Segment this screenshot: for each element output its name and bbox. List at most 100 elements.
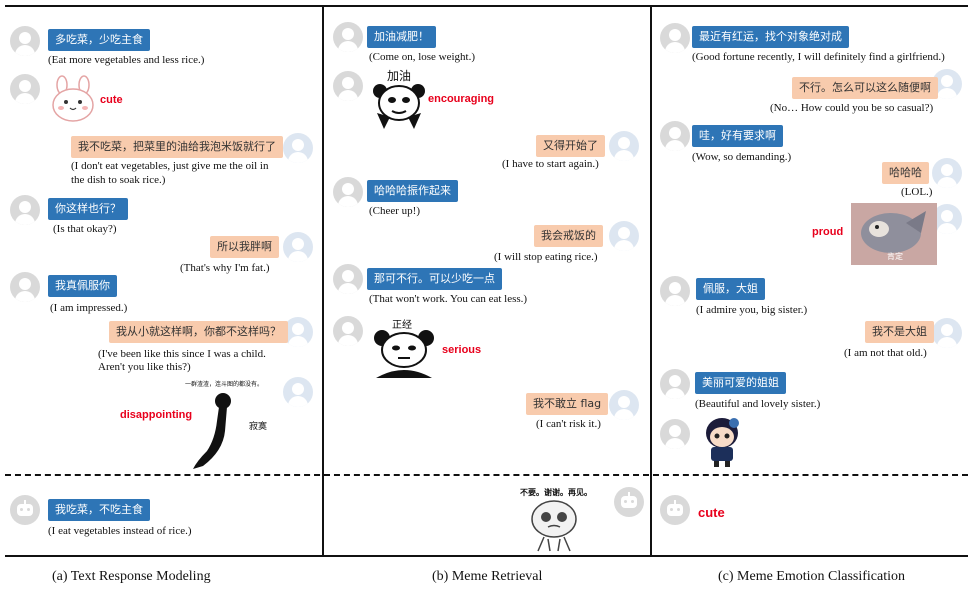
message-translation: (Eat more vegetables and less rice.)	[48, 54, 205, 66]
response-bubble: 我吃菜，不吃主食	[48, 499, 150, 521]
meme-caption: 正经	[392, 320, 412, 331]
rabbit-meme-image	[52, 75, 94, 122]
message-bubble: 加油减肥！	[367, 26, 436, 48]
user-avatar	[660, 121, 690, 151]
self-avatar	[283, 133, 313, 163]
response-divider	[5, 474, 968, 476]
user-avatar	[333, 264, 363, 294]
user-avatar	[10, 74, 40, 104]
message-translation: (Cheer up!)	[369, 205, 421, 217]
message-translation: (I've been like this since I was a child…	[98, 348, 266, 360]
bot-avatar	[614, 487, 644, 517]
top-border	[5, 5, 968, 7]
user-avatar	[10, 272, 40, 302]
figure-frame: 多吃菜，少吃主食 (Eat more vegetables and less r…	[5, 5, 968, 557]
meme-caption: 不要。谢谢。再见。	[520, 488, 592, 497]
message-bubble: 多吃菜，少吃主食	[48, 29, 150, 51]
message-bubble: 最近有红运，找个对象绝对成	[692, 26, 849, 48]
message-translation: (I am not that old.)	[844, 347, 927, 359]
user-avatar	[660, 419, 690, 449]
message-translation: (Is that okay?)	[53, 223, 117, 235]
user-avatar	[10, 195, 40, 225]
emotion-label: cute	[100, 94, 123, 106]
message-translation: (Wow, so demanding.)	[692, 151, 792, 163]
meme-caption: 寂寞	[249, 422, 268, 432]
message-bubble: 我会戒饭的	[534, 225, 603, 247]
proud-meme-image: 肯定	[851, 203, 937, 265]
panel-a: 多吃菜，少吃主食 (Eat more vegetables and less r…	[5, 5, 322, 557]
user-avatar	[333, 177, 363, 207]
message-translation: (Beautiful and lovely sister.)	[695, 398, 821, 410]
caption-a: (a) Text Response Modeling	[52, 569, 211, 584]
bottom-border	[5, 555, 968, 557]
caption-c: (c) Meme Emotion Classification	[718, 569, 906, 584]
self-avatar	[932, 158, 962, 188]
message-translation: (Good fortune recently, I will definitel…	[692, 51, 945, 63]
emotion-label: cute	[698, 505, 725, 520]
self-avatar	[283, 317, 313, 347]
message-bubble: 我不吃菜，把菜里的油给我泡米饭就行了	[71, 136, 283, 158]
message-translation: (I have to start again.)	[502, 158, 599, 170]
panel-c: 最近有红运，找个对象绝对成 (Good fortune recently, I …	[652, 5, 968, 557]
self-avatar	[283, 232, 313, 262]
panda-meme-image: 加油	[372, 67, 430, 129]
girl-meme-image	[706, 418, 739, 467]
panel-b: 加油减肥！ (Come on, lose weight.) 加油 encoura…	[324, 5, 650, 557]
meme-caption: 一群渣渣，连斗图的都没有。	[185, 381, 264, 388]
message-translation: (I admire you, big sister.)	[696, 304, 808, 316]
message-translation: (I am impressed.)	[50, 302, 128, 314]
user-avatar	[333, 316, 363, 346]
message-translation: (I can't risk it.)	[536, 418, 601, 430]
user-avatar	[660, 276, 690, 306]
message-bubble: 哈哈哈	[882, 162, 929, 184]
self-avatar	[609, 390, 639, 420]
message-translation: (I will stop eating rice.)	[494, 251, 598, 263]
disappointed-meme-image: 一群渣渣，连斗图的都没有。 寂寞	[183, 379, 278, 471]
message-bubble: 哇，好有要求啊	[692, 125, 783, 147]
message-translation: (I don't eat vegetables, just give me th…	[71, 160, 269, 172]
emotion-label: serious	[442, 344, 482, 356]
caption-b: (b) Meme Retrieval	[432, 569, 543, 584]
self-avatar	[932, 204, 962, 234]
emotion-label: disappointing	[120, 409, 193, 421]
user-avatar	[10, 26, 40, 56]
message-bubble: 佩服，大姐	[696, 278, 765, 300]
meme-caption: 肯定	[887, 252, 903, 261]
emotion-label: encouraging	[428, 93, 495, 105]
message-bubble: 又得开始了	[536, 135, 605, 157]
user-avatar	[660, 23, 690, 53]
panel-divider-2	[650, 5, 652, 557]
self-avatar	[932, 318, 962, 348]
message-bubble: 美丽可爱的姐姐	[695, 372, 786, 394]
message-bubble: 不行。怎么可以这么随便啊	[792, 77, 938, 99]
response-translation: (I eat vegetables instead of rice.)	[48, 525, 192, 537]
panel-divider-1	[322, 5, 324, 557]
user-avatar	[333, 22, 363, 52]
self-avatar	[609, 131, 639, 161]
meme-caption: 加油	[387, 69, 412, 83]
message-translation: Aren't you like this?)	[98, 361, 191, 373]
bot-avatar	[660, 495, 690, 525]
message-bubble: 所以我胖啊	[210, 236, 279, 258]
message-bubble: 我真佩服你	[48, 275, 117, 297]
message-translation: (That won't work. You can eat less.)	[369, 293, 528, 305]
message-translation: (Come on, lose weight.)	[369, 51, 476, 63]
message-bubble: 那可不行。可以少吃一点	[367, 268, 502, 290]
self-avatar	[283, 377, 313, 407]
bot-avatar	[10, 495, 40, 525]
message-bubble: 你这样也行？	[48, 198, 128, 220]
user-avatar	[333, 71, 363, 101]
panda-meme-image: 正经	[368, 316, 440, 378]
message-bubble: 我从小就这样啊，你都不这样吗？	[109, 321, 288, 343]
emotion-label: proud	[812, 226, 844, 238]
message-translation: (No… How could you be so casual?)	[770, 102, 934, 114]
message-bubble: 哈哈哈振作起来	[367, 180, 458, 202]
message-bubble: 我不敢立 flag	[526, 393, 609, 415]
message-translation: (LOL.)	[901, 186, 933, 198]
response-meme-image: 不要。谢谢。再见。	[520, 487, 608, 553]
message-translation: the dish to soak rice.)	[71, 174, 166, 186]
message-bubble: 我不是大姐	[865, 321, 934, 343]
message-translation: (That's why I'm fat.)	[180, 262, 270, 274]
user-avatar	[660, 369, 690, 399]
self-avatar	[609, 221, 639, 251]
